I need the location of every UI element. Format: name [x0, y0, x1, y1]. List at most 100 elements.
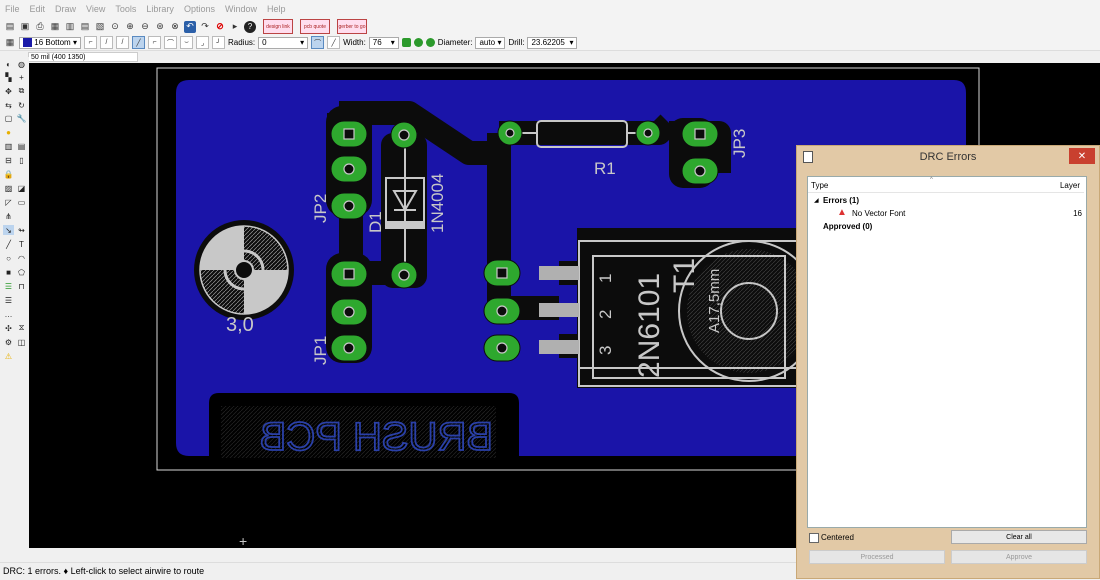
design-link-button[interactable]: design link: [263, 19, 293, 34]
pcb-quote-button[interactable]: pcb quote: [300, 19, 330, 34]
paste-icon[interactable]: ●: [6, 127, 11, 137]
zoom-redraw-icon[interactable]: ⊛: [156, 21, 164, 31]
arc-icon[interactable]: ◠: [18, 253, 25, 263]
bend-style-4-icon[interactable]: ╱: [132, 36, 145, 49]
approve-button[interactable]: Approve: [951, 550, 1087, 564]
lock-icon[interactable]: 🔒: [3, 169, 14, 179]
mirror-icon[interactable]: ⇆: [5, 100, 12, 110]
name-icon[interactable]: ▯: [19, 155, 24, 165]
bend-style-9-icon[interactable]: ╯: [212, 36, 225, 49]
menu-library[interactable]: Library: [146, 4, 174, 14]
redo-icon[interactable]: ↷: [201, 21, 209, 31]
delete-icon[interactable]: ▥: [4, 141, 13, 151]
optimize-icon[interactable]: ⋔: [5, 211, 12, 221]
zoom-in-icon[interactable]: ⊕: [126, 21, 134, 31]
drc-icon[interactable]: ◫: [17, 337, 26, 347]
undo-icon[interactable]: ↶: [184, 20, 196, 33]
label-jp1: JP1: [311, 336, 330, 365]
help-icon[interactable]: ?: [244, 20, 256, 33]
attribute-icon[interactable]: …: [4, 309, 13, 319]
zoom-select-icon[interactable]: ⊗: [171, 21, 179, 31]
mark-icon[interactable]: +: [19, 72, 24, 82]
column-type[interactable]: Type: [811, 181, 829, 190]
layer-select[interactable]: 16 Bottom ▾: [19, 36, 81, 49]
errors-icon[interactable]: ⚠: [4, 351, 13, 361]
wire-icon[interactable]: ╱: [6, 239, 11, 249]
print-icon[interactable]: ⎙: [36, 21, 44, 31]
display-icon[interactable]: ▚: [5, 72, 12, 82]
approved-group[interactable]: Approved (0): [823, 222, 873, 231]
column-layer[interactable]: Layer: [1059, 181, 1080, 190]
cam-icon[interactable]: ▦: [50, 21, 60, 31]
hole-icon[interactable]: ☰: [4, 295, 13, 305]
bend-style-7-icon[interactable]: ⌣: [180, 36, 193, 49]
processed-button[interactable]: Processed: [809, 550, 945, 564]
menu-view[interactable]: View: [86, 4, 106, 14]
change-icon[interactable]: 🔧: [16, 113, 27, 123]
rotate-icon[interactable]: ↻: [18, 100, 25, 110]
autorouter-icon[interactable]: ⧖: [18, 323, 25, 332]
signal-icon[interactable]: ⊓: [18, 281, 25, 291]
go-icon[interactable]: ▸: [232, 21, 238, 31]
text-icon[interactable]: T: [19, 239, 24, 249]
close-icon[interactable]: ✕: [1069, 148, 1095, 164]
rect-icon[interactable]: ■: [6, 267, 11, 277]
value-icon[interactable]: ◪: [17, 183, 26, 193]
smash-icon[interactable]: ▨: [4, 183, 13, 193]
menu-draw[interactable]: Draw: [55, 4, 77, 14]
diameter-input[interactable]: auto ▾: [475, 36, 506, 49]
grid-icon[interactable]: ▦: [5, 37, 15, 47]
via-icon[interactable]: ☰: [4, 281, 13, 291]
group-icon[interactable]: ▢: [4, 113, 13, 123]
menu-window[interactable]: Window: [224, 4, 257, 14]
errors-group[interactable]: Errors (1): [823, 196, 860, 205]
circle-icon[interactable]: ○: [6, 253, 11, 263]
save-icon[interactable]: ▣: [20, 21, 30, 31]
replace-icon[interactable]: ⊟: [5, 155, 12, 165]
split-icon[interactable]: ▭: [17, 197, 26, 207]
bend-style-8-icon[interactable]: ⌟: [196, 36, 209, 49]
move-icon[interactable]: ✥: [5, 86, 12, 96]
width-input[interactable]: 76 ▾: [368, 36, 399, 49]
route-icon[interactable]: ↘: [3, 225, 14, 235]
show-icon[interactable]: ◍: [18, 59, 25, 69]
miter-icon[interactable]: ◸: [5, 197, 12, 207]
clear-all-button[interactable]: Clear all: [951, 530, 1087, 544]
gerber-button[interactable]: gerber to go: [337, 19, 367, 34]
via-octagon-icon[interactable]: [425, 38, 435, 47]
zoom-fit-icon[interactable]: ⊙: [111, 21, 119, 31]
error-item-name[interactable]: No Vector Font: [852, 209, 906, 218]
via-round-icon[interactable]: [413, 38, 423, 47]
menu-options[interactable]: Options: [183, 4, 215, 14]
stop-icon[interactable]: ⊘: [216, 21, 224, 31]
info-icon[interactable]: ◐: [6, 59, 11, 69]
bend-style-2-icon[interactable]: /: [100, 36, 113, 49]
bend-style-1-icon[interactable]: ⌐: [84, 36, 97, 49]
polygon-icon[interactable]: ⬠: [18, 267, 25, 277]
copy-icon[interactable]: ⧉: [18, 86, 25, 95]
radius-input[interactable]: 0 ▾: [258, 36, 309, 49]
ratsnest-icon[interactable]: ✣: [5, 323, 12, 333]
zoom-out-icon[interactable]: ⊖: [141, 21, 149, 31]
board-icon[interactable]: ▥: [65, 21, 75, 31]
script-icon[interactable]: ▤: [80, 21, 90, 31]
run-icon[interactable]: ▧: [95, 21, 105, 31]
bend-style-6-icon[interactable]: ⌒: [164, 36, 177, 49]
bend-style-3-icon[interactable]: /: [116, 36, 129, 49]
menu-tools[interactable]: Tools: [115, 4, 137, 14]
open-icon[interactable]: ▤: [5, 21, 15, 31]
bend-style-5-icon[interactable]: ⌐: [148, 36, 161, 49]
ripup-icon[interactable]: ↬: [18, 225, 25, 235]
arc-cw-icon[interactable]: ⌒: [311, 36, 325, 49]
expand-icon[interactable]: ◢: [814, 198, 819, 204]
arc-ccw-icon[interactable]: ╱: [327, 36, 341, 49]
menu-edit[interactable]: Edit: [29, 4, 46, 14]
add-icon[interactable]: ▤: [17, 141, 26, 151]
centered-checkbox[interactable]: [809, 533, 819, 543]
menu-file[interactable]: File: [5, 4, 20, 14]
drill-input[interactable]: 23.62205 ▾: [527, 36, 578, 49]
menu-help[interactable]: Help: [266, 4, 286, 14]
via-square-icon[interactable]: [401, 38, 411, 47]
error-list[interactable]: Type ^ Layer ◢ Errors (1) ▲ No Vector Fo…: [807, 176, 1087, 528]
erc-icon[interactable]: ⚙: [4, 337, 13, 347]
